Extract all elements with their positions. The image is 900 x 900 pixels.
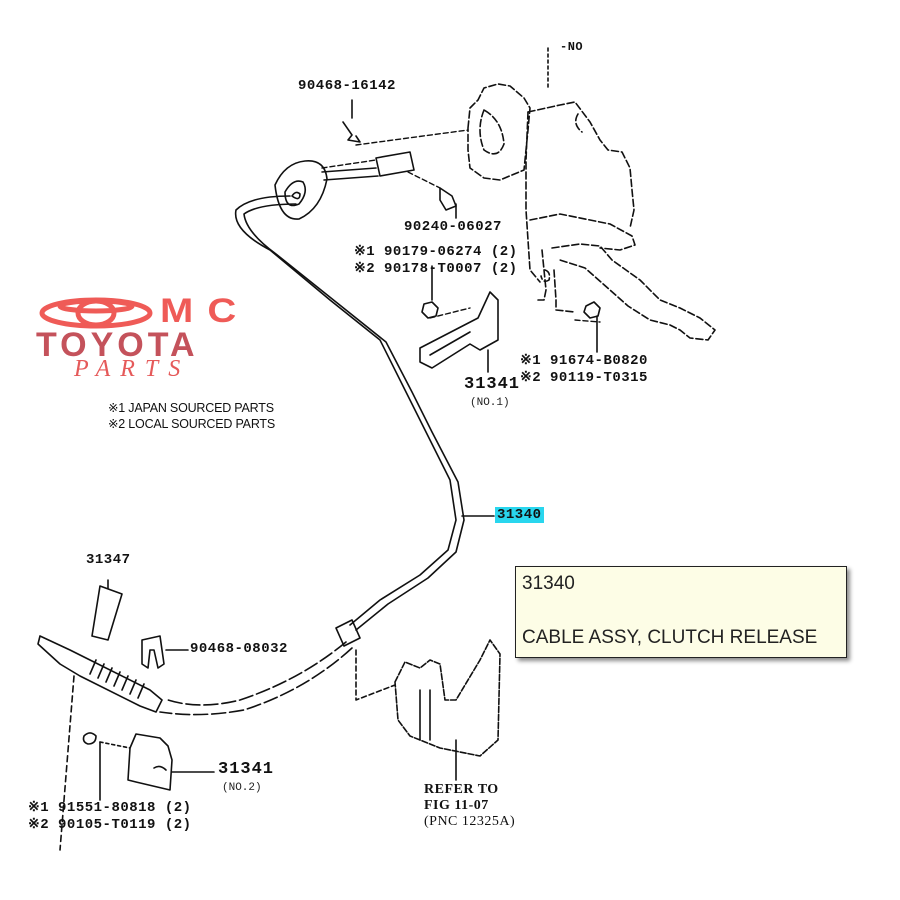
callout-91551-80818[interactable]: ※1 91551-80818 (2) [28, 800, 192, 816]
logo-toyota: TOYOTA [36, 326, 199, 364]
tooltip-part-code: 31340 [522, 573, 575, 594]
callout-31347[interactable]: 31347 [86, 552, 131, 568]
callout-90179-06274[interactable]: ※1 90179-06274 (2) [354, 244, 518, 260]
tooltip-part-description: CABLE ASSY, CLUTCH RELEASE [522, 627, 818, 648]
callout-31341-no2[interactable]: 31341 [218, 760, 275, 779]
callout-90240-06027[interactable]: 90240-06027 [404, 219, 502, 235]
callout-31341-no2-sub: (NO.2) [222, 782, 262, 794]
note-local-sourced: ※2 LOCAL SOURCED PARTS [108, 417, 275, 431]
callout-90468-16142[interactable]: 90468-16142 [298, 78, 396, 94]
callout-top-ref: -NO [560, 40, 584, 54]
callout-31341-no1-sub: (NO.1) [470, 397, 510, 409]
callout-31340-highlighted[interactable]: 31340 [495, 507, 544, 523]
logo-parts: PARTS [74, 356, 191, 382]
refer-to-line1: REFER TO [424, 782, 499, 797]
callout-90468-08032[interactable]: 90468-08032 [190, 641, 288, 657]
part-tooltip: 31340 CABLE ASSY, CLUTCH RELEASE [515, 566, 847, 658]
pedal-bracket-drawing [467, 83, 716, 341]
refer-to-line3: (PNC 12325A) [424, 814, 516, 829]
highlight-31340[interactable]: 31340 [495, 507, 544, 523]
cable-path [234, 195, 457, 626]
refer-to-line2[interactable]: FIG 11-07 [424, 798, 489, 813]
callout-90119-t0315[interactable]: ※2 90119-T0315 [520, 370, 648, 386]
note-japan-sourced: ※1 JAPAN SOURCED PARTS [108, 401, 274, 415]
callout-90178-t0007[interactable]: ※2 90178-T0007 (2) [354, 261, 518, 277]
toyota-emblem-icon [39, 297, 153, 329]
callout-90105-t0119[interactable]: ※2 90105-T0119 (2) [28, 817, 192, 833]
callout-91674-b0820[interactable]: ※1 91674-B0820 [520, 353, 648, 369]
callout-31341-no1[interactable]: 31341 [464, 375, 521, 394]
logo-mc: MC [160, 292, 251, 330]
